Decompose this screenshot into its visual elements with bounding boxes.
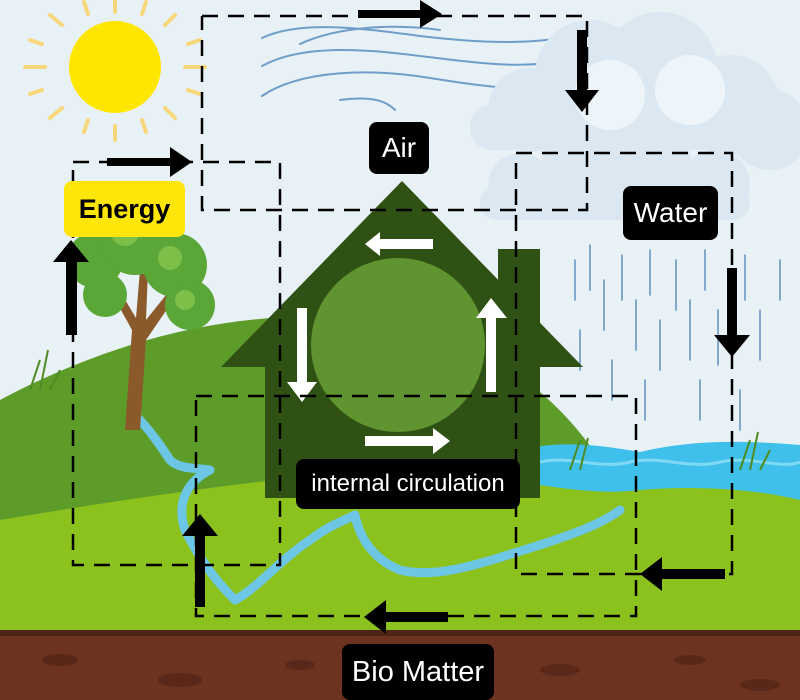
arrow-right-icon [365, 428, 450, 454]
grass-icon [29, 349, 771, 471]
arrow-up-icon [53, 240, 89, 335]
arrow-up-icon [476, 298, 507, 392]
river [130, 410, 625, 605]
arrow-up-icon [182, 514, 218, 607]
arrow-left-icon [365, 232, 433, 256]
dashed-box-water [514, 151, 734, 576]
flow-arrows [53, 0, 750, 634]
arrow-down-icon [714, 268, 750, 357]
arrow-down-icon [565, 30, 599, 112]
rain-icon [574, 244, 781, 431]
dashed-box-air [200, 14, 589, 212]
cloud-highlight [575, 55, 725, 130]
arrow-left-icon [364, 600, 448, 634]
dashed-box-energy [71, 160, 282, 567]
arrow-down-icon [287, 308, 317, 402]
bio-matter-label: Bio Matter [342, 644, 494, 700]
arrow-right-icon [358, 0, 442, 28]
flow-lines [71, 14, 734, 618]
internal-arrows [287, 232, 507, 454]
soil-texture [42, 654, 780, 691]
arrow-right-icon [107, 147, 192, 177]
internal-circle [311, 258, 485, 432]
air-label: Air [369, 122, 429, 174]
internal-circulation-label: internal circulation [296, 459, 520, 509]
soil-top [0, 630, 800, 636]
water-label: Water [623, 186, 718, 240]
energy-label: Energy [64, 181, 185, 237]
sun-icon [23, 0, 207, 142]
arrow-left-icon [640, 557, 725, 591]
